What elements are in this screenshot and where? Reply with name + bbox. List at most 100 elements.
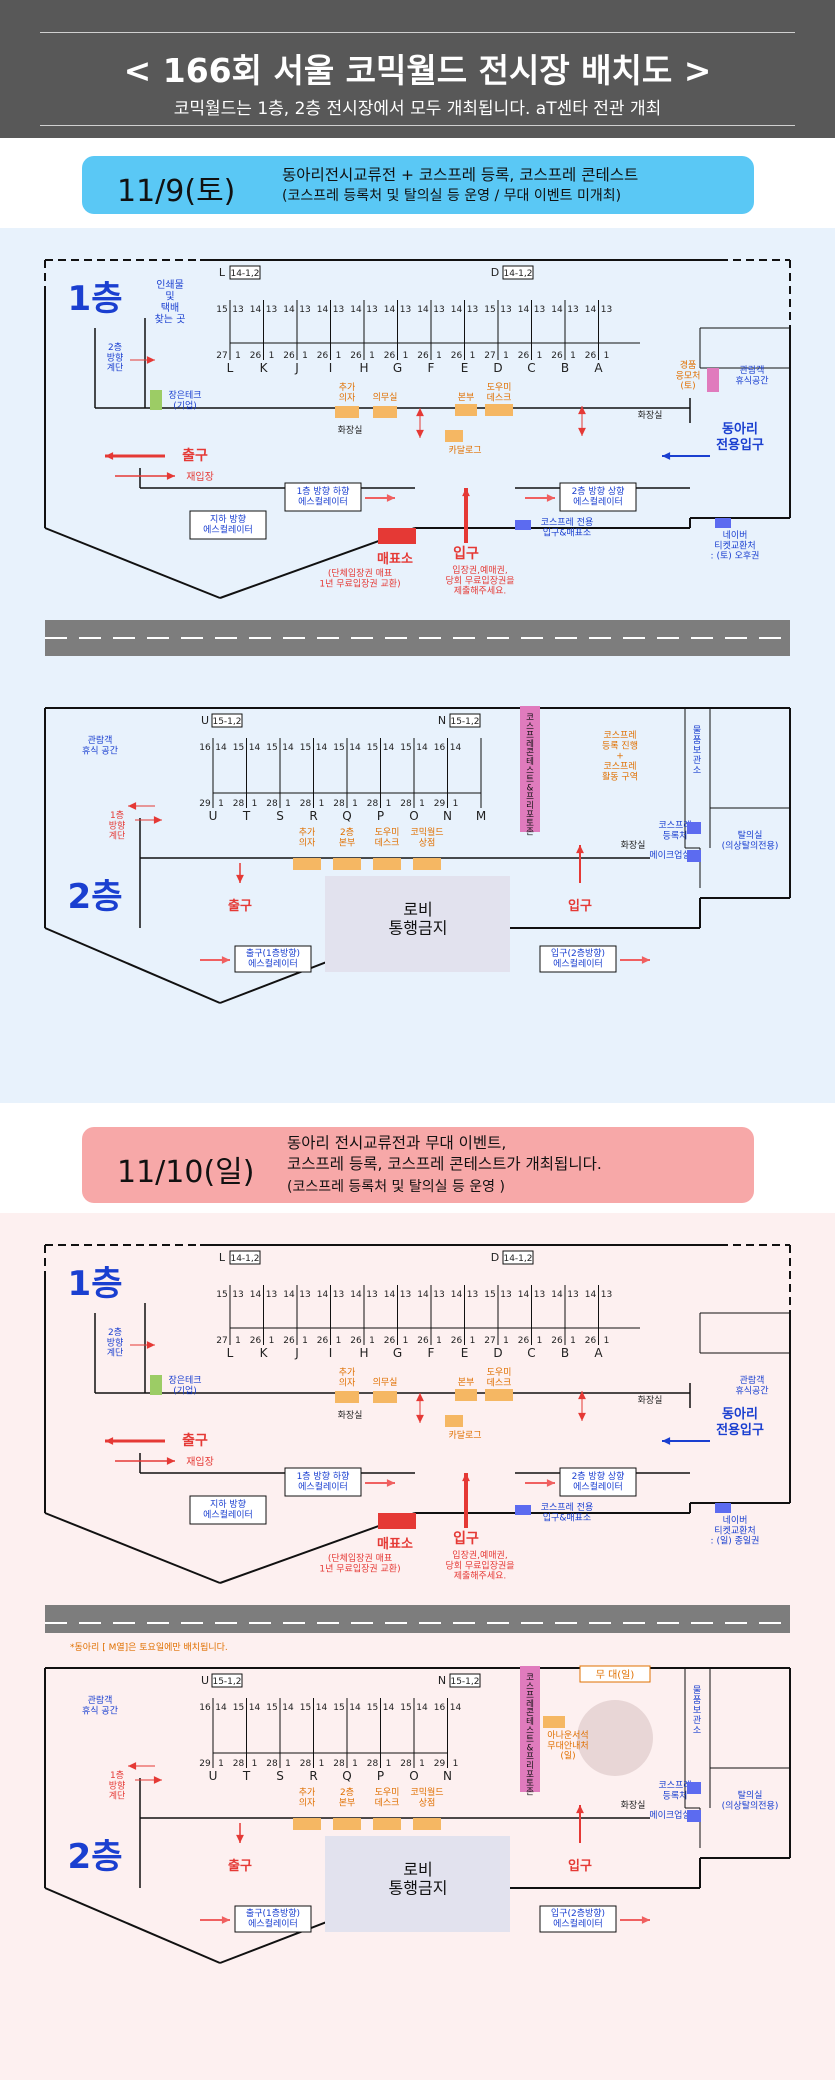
booth-bottom-num: 26 xyxy=(384,1336,396,1346)
exit-label: 출구 xyxy=(228,898,252,914)
booth-bottom-num: 1 xyxy=(470,351,476,361)
booth-bottom-num: 1 xyxy=(403,351,409,361)
page-header: < 166회 서울 코믹월드 전시장 배치도 > 코믹월드는 1층, 2층 전시… xyxy=(0,0,835,138)
booth-row-letter: D xyxy=(493,1346,502,1360)
booth-row-letter: I xyxy=(329,1346,333,1360)
booth-bottom-num: 26 xyxy=(451,351,463,361)
booth-row-letter: Q xyxy=(342,809,351,823)
dressing-label: 탈의실(의상탈의전용) xyxy=(722,1790,779,1811)
booth-top-num: 13 xyxy=(601,1290,612,1300)
header-rule-top xyxy=(40,32,795,33)
ref-left: L xyxy=(219,266,226,279)
sponsor-label: 장은테크(기업) xyxy=(168,390,201,411)
booth-row-letter: B xyxy=(561,1346,569,1360)
club-entry-arrow-head xyxy=(662,1437,671,1445)
esc-right-box xyxy=(539,1905,617,1933)
booth-top-num: 14 xyxy=(282,743,294,753)
ref-left-box-text: 14-1,2 xyxy=(230,1254,259,1264)
booth-top-num: 13 xyxy=(567,1290,578,1300)
booth-top-num: 14 xyxy=(350,305,362,315)
sunday-date: 11/10(일) xyxy=(117,1155,255,1190)
booth-row-letter: A xyxy=(594,361,603,375)
esc-basement-box xyxy=(189,510,267,540)
restroom-left: 화장실 xyxy=(338,425,363,436)
booth-top-num: 13 xyxy=(433,1290,444,1300)
booth-bottom-num: 1 xyxy=(537,351,543,361)
booth-top-num: 13 xyxy=(232,1290,243,1300)
reentry-arrow-head xyxy=(166,1457,175,1465)
booth-bottom-num: 26 xyxy=(317,1336,329,1346)
booth-top-num: 14 xyxy=(450,1703,462,1713)
page-subtitle: 코믹월드는 1층, 2층 전시장에서 모두 개최됩니다. aT센타 전관 개최 xyxy=(173,99,662,119)
sponsor-box xyxy=(150,390,162,410)
lobby-box xyxy=(325,1836,510,1932)
arrow-vert-head xyxy=(416,429,424,438)
booth-row-letter: M xyxy=(476,809,486,823)
booth-bottom-num: 28 xyxy=(266,799,278,809)
esc-right-arrow-head xyxy=(641,956,650,964)
booth-row-letter: F xyxy=(428,361,435,375)
booth-bottom-num: 28 xyxy=(233,799,245,809)
booth-bottom-num: 1 xyxy=(319,799,325,809)
m-note: *동아리 [ M열]은 토요일에만 배치됩니다. xyxy=(70,1641,228,1653)
booth-top-num: 14 xyxy=(215,743,227,753)
booth-bottom-num: 1 xyxy=(269,1336,275,1346)
booth-row-letter: B xyxy=(561,361,569,375)
booth-bottom-num: 29 xyxy=(434,1759,446,1769)
stairs-arrow-head xyxy=(153,1776,162,1784)
ref-left-box xyxy=(229,1250,261,1265)
booth-row-letter: L xyxy=(227,1346,234,1360)
arrow-vert-head xyxy=(578,406,586,415)
booth-row-letter: A xyxy=(594,1346,603,1360)
booth-bottom-num: 29 xyxy=(199,1759,211,1769)
stairs-arrow-head xyxy=(128,1762,137,1770)
wall-slant-left xyxy=(44,1512,221,1584)
booth-bottom-num: 1 xyxy=(285,1759,291,1769)
booth-row-letter: C xyxy=(527,361,535,375)
ref-left-box xyxy=(211,713,243,728)
booth-bottom-num: 1 xyxy=(319,1759,325,1769)
booth-bottom-num: 26 xyxy=(518,351,530,361)
booth-top-num: 14 xyxy=(283,305,295,315)
booth-top-num: 15 xyxy=(333,743,344,753)
booth-top-num: 13 xyxy=(266,1290,277,1300)
booth-bottom-num: 1 xyxy=(352,1759,358,1769)
booth-top-num: 13 xyxy=(400,305,411,315)
ref-left-box xyxy=(229,265,261,280)
makeup-box xyxy=(687,1810,701,1822)
booth-top-num: 13 xyxy=(366,305,377,315)
esc-right-box xyxy=(539,945,617,973)
medical-box xyxy=(373,1391,397,1403)
booth-row-letter: Q xyxy=(342,1769,351,1783)
booth-row-letter: P xyxy=(377,1769,384,1783)
booth-top-num: 15 xyxy=(333,1703,344,1713)
booth-top-num: 14 xyxy=(249,743,261,753)
facility-box xyxy=(413,858,441,870)
ref-left: U xyxy=(201,714,209,727)
booth-top-num: 13 xyxy=(500,305,511,315)
booth-bottom-num: 29 xyxy=(199,799,211,809)
booth-row-letter: R xyxy=(309,809,317,823)
booth-bottom-num: 26 xyxy=(551,351,563,361)
booth-top-num: 16 xyxy=(199,1703,211,1713)
net-ticket-box xyxy=(715,1503,731,1513)
booth-top-num: 16 xyxy=(434,743,446,753)
exit-label: 출구 xyxy=(182,447,208,464)
